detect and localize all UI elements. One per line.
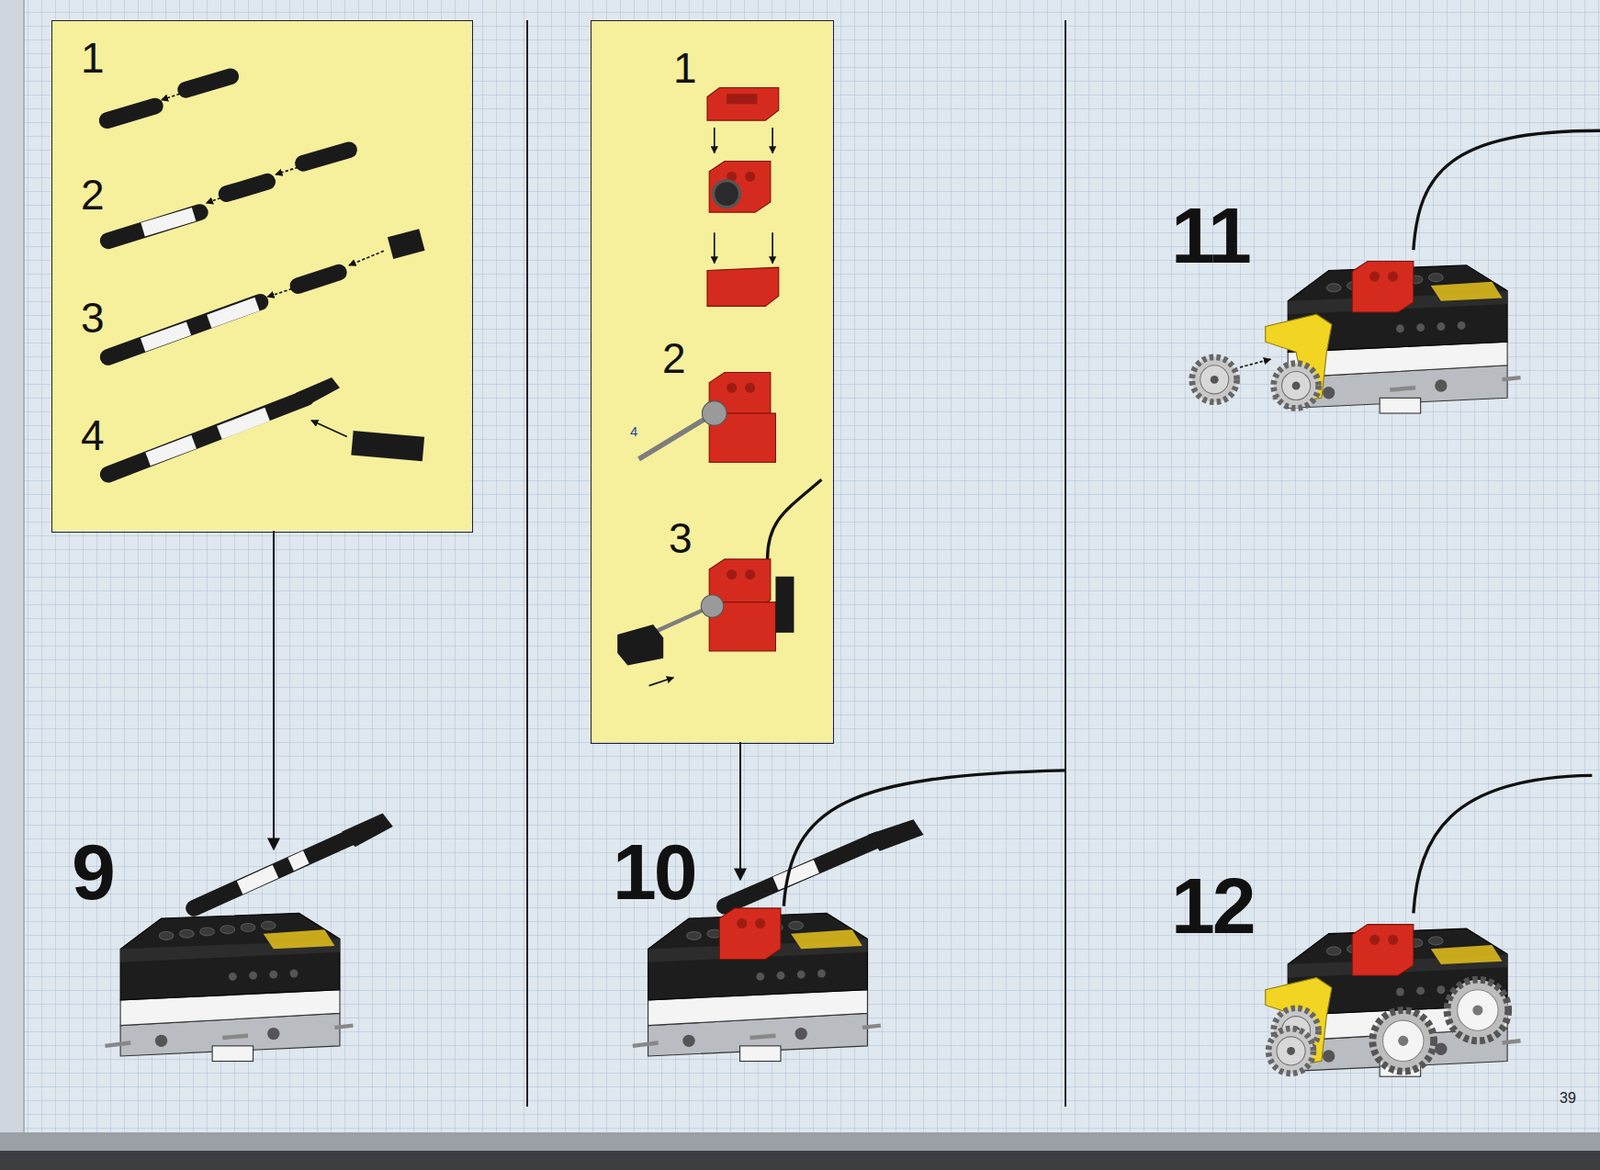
substep-number: 1 — [673, 46, 698, 90]
substep-number: 2 — [662, 337, 687, 380]
substep-number: 1 — [80, 36, 105, 79]
substep-panel: 1 2 3 — [590, 20, 834, 744]
step-number: 12 — [1171, 866, 1254, 946]
substep-number: 4 — [80, 414, 105, 457]
step-number: 10 — [612, 832, 696, 912]
axle-length: 4 — [630, 424, 638, 439]
substep-number: 3 — [668, 517, 693, 560]
substep-number: 3 — [80, 296, 105, 339]
step-number: 11 — [1171, 195, 1250, 275]
substep-panel: 1 2 3 4 — [51, 20, 474, 533]
substep-number: 2 — [80, 173, 105, 216]
page-number: 39 — [1559, 1091, 1577, 1106]
step-number: 9 — [71, 832, 113, 912]
